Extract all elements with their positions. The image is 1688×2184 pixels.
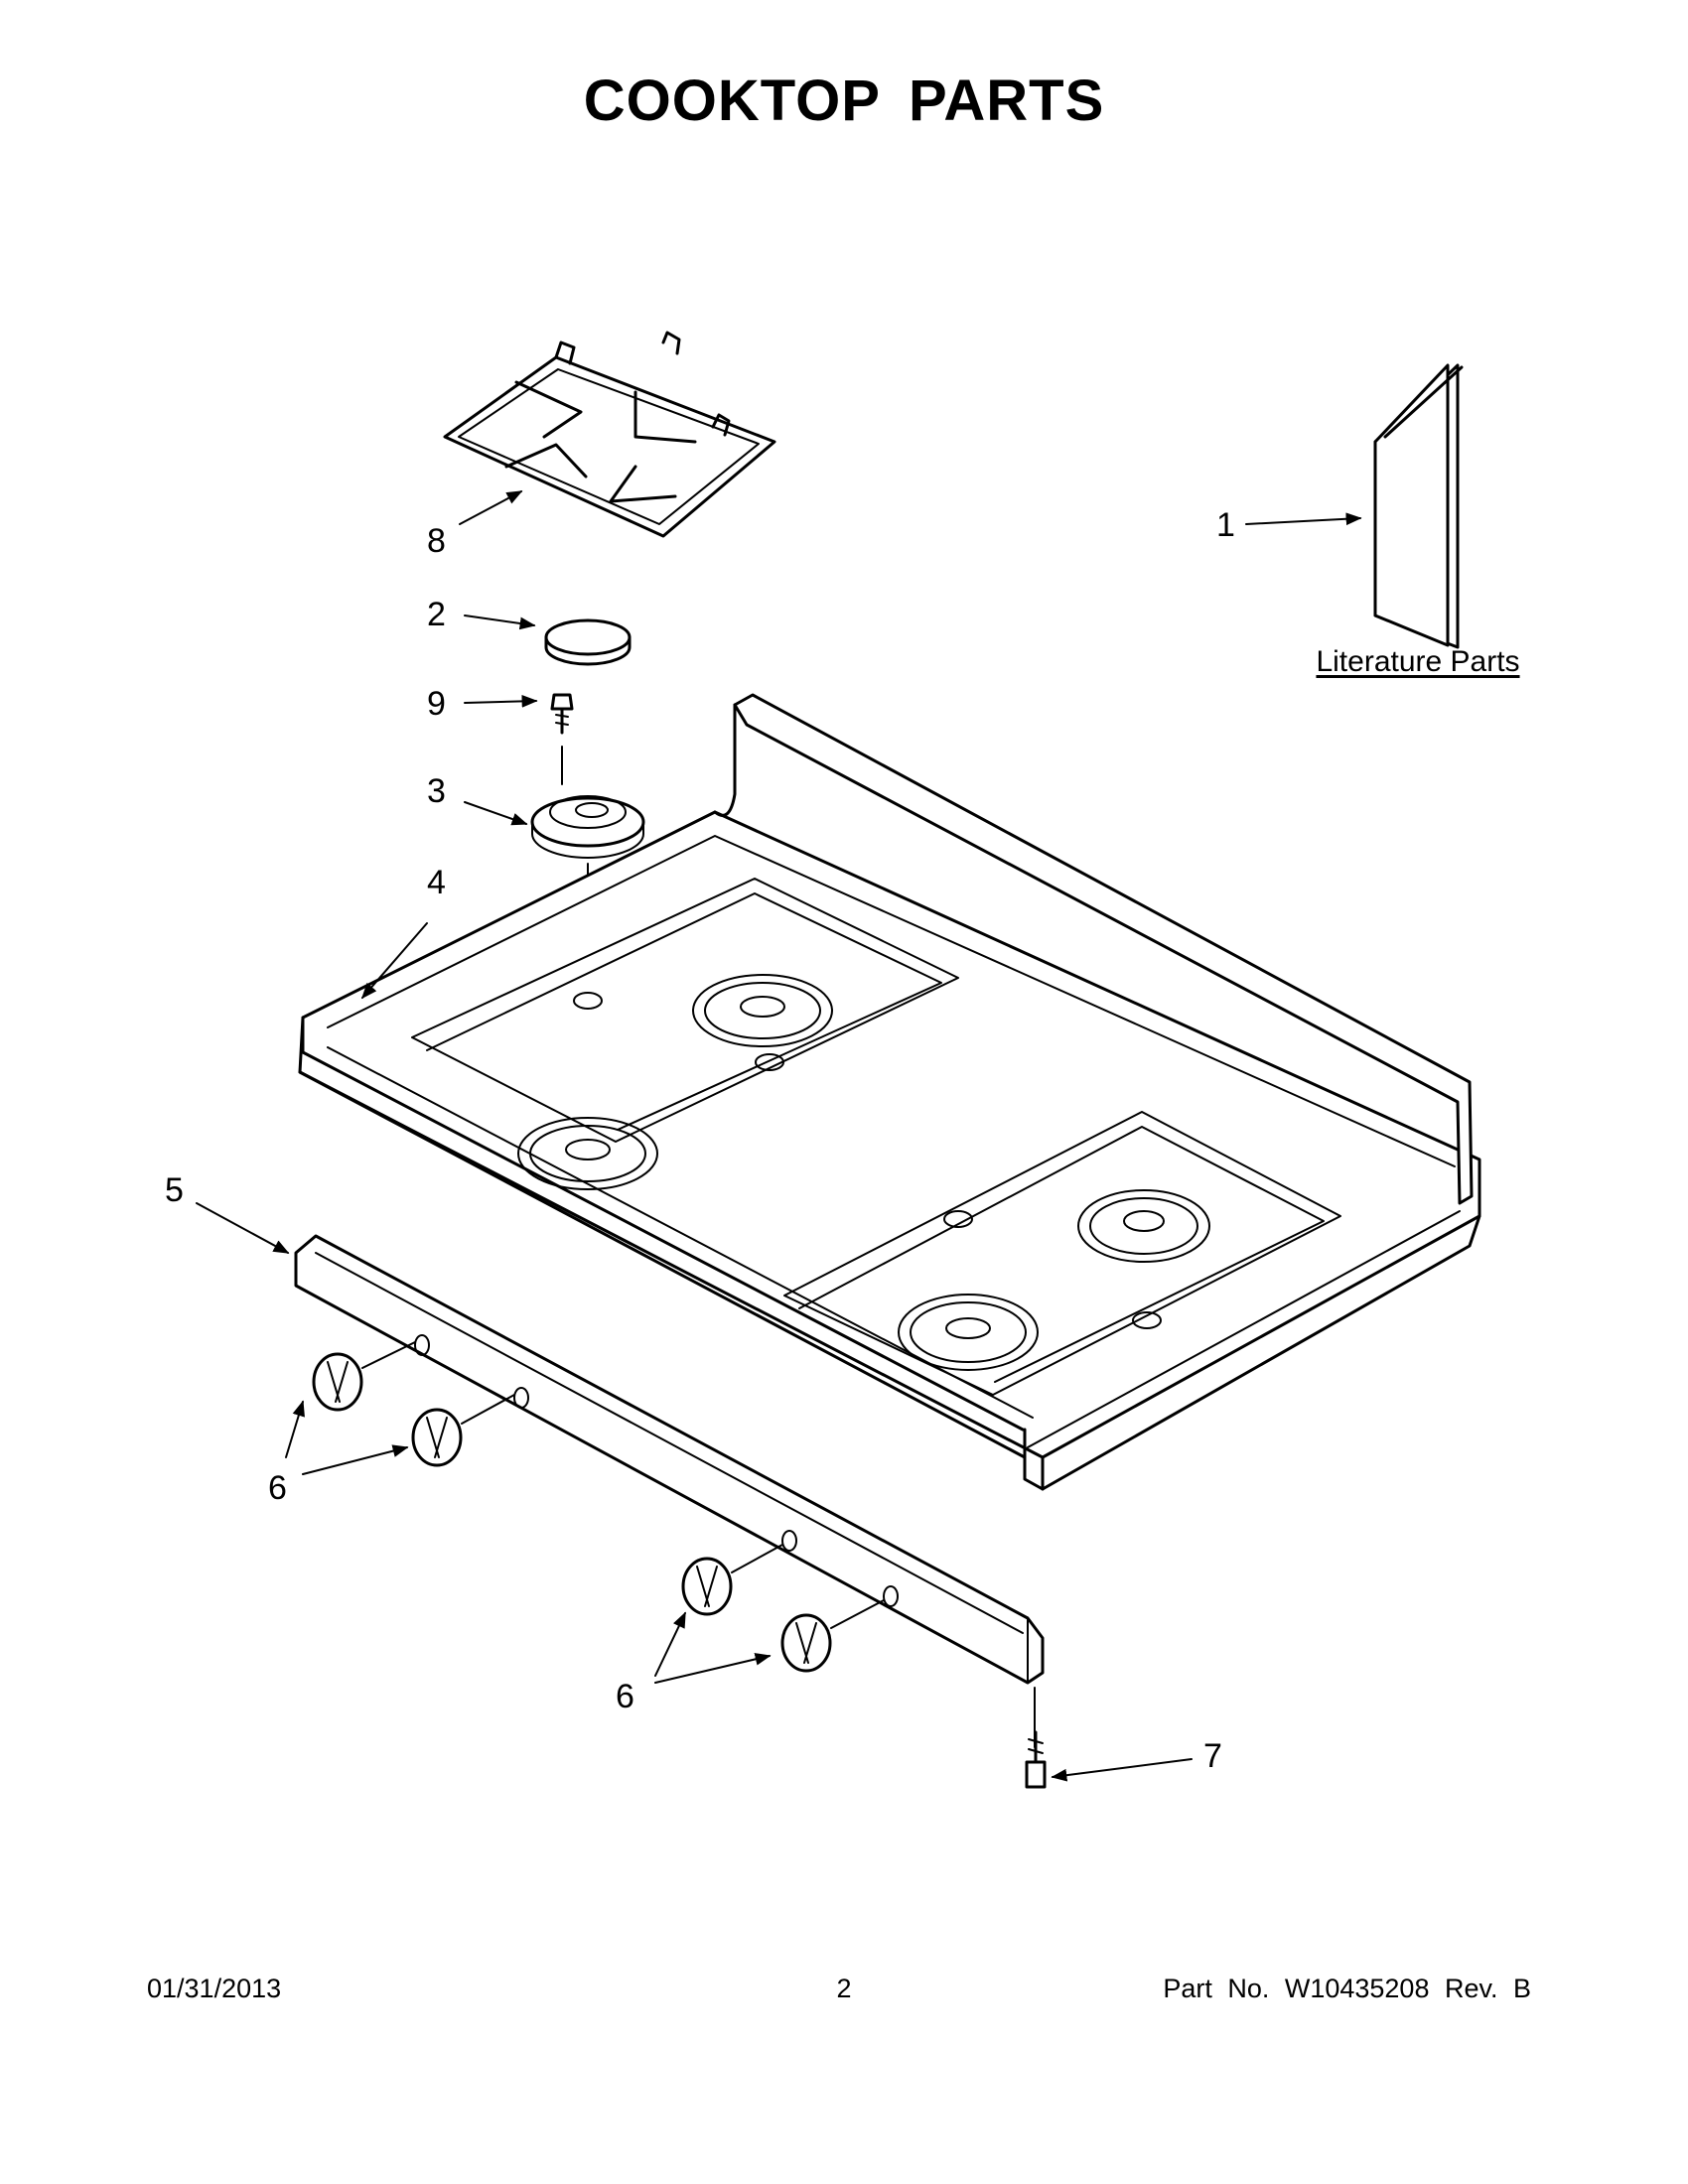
page-title: COOKTOP PARTS (583, 68, 1105, 133)
burner-base-illustration (530, 795, 645, 859)
callout-7: 7 (1203, 1737, 1222, 1775)
callout-9: 9 (427, 685, 446, 723)
footer-part-number: Part No. W10435208 Rev. B (1163, 1974, 1531, 2003)
literature-book-illustration (1373, 363, 1464, 649)
footer-date: 01/31/2013 (147, 1974, 282, 2003)
callout-8: 8 (427, 522, 446, 560)
cooktop-illustration (298, 693, 1481, 1491)
callout-6-right: 6 (616, 1678, 634, 1715)
burner-cap-illustration (544, 618, 632, 666)
callout-labels: 1 2 3 4 5 6 6 7 8 9 (165, 506, 1235, 1775)
callout-arrows (196, 490, 1362, 1782)
callout-3: 3 (427, 772, 446, 810)
callout-6-left: 6 (268, 1469, 287, 1507)
callout-4: 4 (427, 864, 446, 901)
control-panel-illustration (294, 1234, 1045, 1685)
panel-screw-illustration (1025, 1687, 1047, 1789)
callout-5: 5 (165, 1171, 184, 1209)
callout-2: 2 (427, 596, 446, 633)
footer-page-number: 2 (836, 1974, 852, 2003)
callout-1: 1 (1216, 506, 1235, 544)
burner-screw-illustration (550, 693, 574, 735)
knob-illustrations (312, 1341, 885, 1673)
grate-illustration (443, 331, 776, 538)
literature-parts-label: Literature Parts (1316, 645, 1520, 678)
